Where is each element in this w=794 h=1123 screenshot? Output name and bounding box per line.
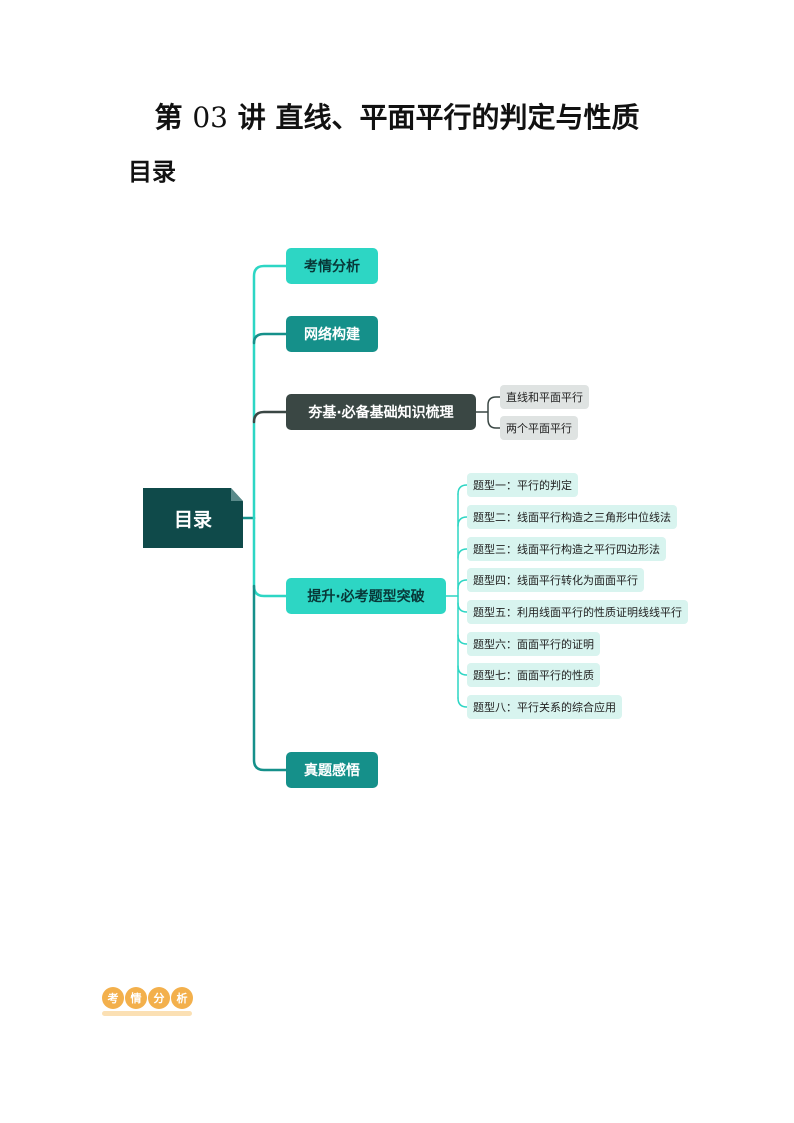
- branch-wangluo[interactable]: 网络构建: [286, 316, 378, 352]
- connector-tisheng: [252, 516, 288, 598]
- connector-tisheng-children: [457, 484, 468, 708]
- badge-char: 考: [102, 987, 124, 1009]
- page-title: 第 03 讲 直线、平面平行的判定与性质: [0, 96, 794, 136]
- connector-zhenti: [252, 584, 288, 772]
- connector-wangluo: [252, 332, 288, 345]
- connector-hangji-children: [475, 396, 501, 429]
- hangji-item[interactable]: 直线和平面平行: [500, 385, 589, 409]
- hangji-item[interactable]: 两个平面平行: [500, 416, 578, 440]
- section-badge-kaoqing: 考 情 分 析: [102, 987, 194, 1009]
- tisheng-item[interactable]: 题型五：利用线面平行的性质证明线线平行: [467, 600, 688, 624]
- title-number: 03: [192, 101, 228, 134]
- tisheng-item[interactable]: 题型四：线面平行转化为面面平行: [467, 568, 644, 592]
- toc-heading: 目录: [128, 158, 176, 186]
- mindmap-root: 目录: [143, 488, 243, 548]
- title-suffix: 讲 直线、平面平行的判定与性质: [237, 101, 640, 134]
- title-prefix: 第: [154, 101, 183, 134]
- badge-char: 分: [148, 987, 170, 1009]
- badge-underline: [102, 1011, 192, 1016]
- branch-kaoqing[interactable]: 考情分析: [286, 248, 378, 284]
- tisheng-item[interactable]: 题型七：面面平行的性质: [467, 663, 600, 687]
- branch-hangji[interactable]: 夯基·必备基础知识梳理: [286, 394, 476, 430]
- branch-tisheng[interactable]: 提升·必考题型突破: [286, 578, 446, 614]
- tisheng-item[interactable]: 题型二：线面平行构造之三角形中位线法: [467, 505, 677, 529]
- badge-char: 析: [171, 987, 193, 1009]
- tisheng-item[interactable]: 题型八：平行关系的综合应用: [467, 695, 622, 719]
- tisheng-item[interactable]: 题型一：平行的判定: [467, 473, 578, 497]
- tisheng-item[interactable]: 题型六：面面平行的证明: [467, 632, 600, 656]
- connector-hangji: [252, 410, 288, 424]
- connector-kaoqing: [252, 264, 288, 520]
- tisheng-item[interactable]: 题型三：线面平行构造之平行四边形法: [467, 537, 666, 561]
- badge-char: 情: [125, 987, 147, 1009]
- branch-zhenti[interactable]: 真题感悟: [286, 752, 378, 788]
